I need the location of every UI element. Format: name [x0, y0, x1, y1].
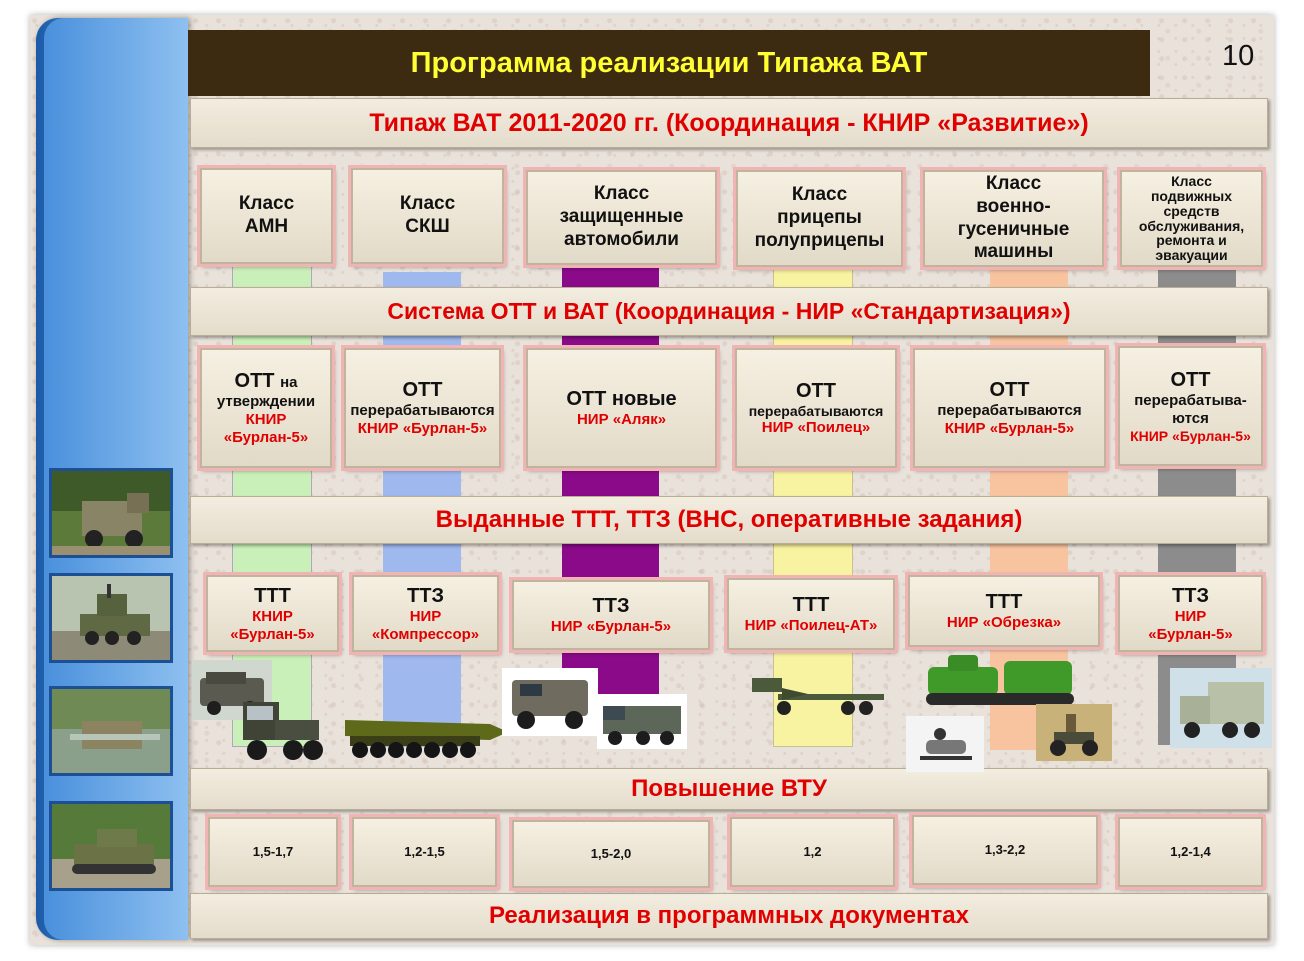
vtu-value-4: 1,2	[730, 817, 895, 887]
tracked-vehicle-icon	[49, 801, 173, 891]
ttt-head: ТТЗ	[407, 584, 444, 607]
ott-responsible: НИР «Аляк»	[576, 411, 667, 428]
ttt-box-6: ТТЗ НИР «Бурлан-5»	[1118, 575, 1263, 652]
class-name: прицепы полуприцепы	[754, 207, 885, 251]
ttt-responsible: НИР «Бурлан-5»	[550, 618, 672, 635]
ott-head: ОТТ	[989, 379, 1030, 401]
ott-head: ОТТ	[796, 379, 836, 402]
vtu-value-5: 1,3-2,2	[912, 815, 1098, 885]
ott-responsible: НИР «Поилец»	[761, 419, 871, 437]
ttt-head: ТТЗ	[1172, 584, 1209, 607]
ott-box-1: ОТТ на утверждении КНИР «Бурлан-5»	[200, 348, 332, 468]
snowmobile-icon	[906, 716, 984, 772]
class-name: защищенные автомобили	[559, 206, 684, 250]
ott-box-4: ОТТ перерабатываются НИР «Поилец»	[735, 348, 897, 468]
vtu-value-2: 1,2-1,5	[352, 817, 497, 887]
vtu-value-3: 1,5-2,0	[512, 820, 710, 888]
ott-head: ОТТ	[402, 379, 443, 401]
ott-responsible: КНИР «Бурлан-5»	[1130, 427, 1251, 444]
air-defense-vehicle-icon	[49, 573, 173, 663]
ott-box-6: ОТТ перерабатыва-ются КНИР «Бурлан-5»	[1118, 346, 1263, 466]
ttt-responsible: НИР «Поилец-АТ»	[744, 617, 878, 634]
class-name: военно-гусеничные машины	[957, 195, 1070, 263]
class-label: Класс	[593, 183, 650, 205]
page-number: 10	[1222, 40, 1255, 72]
atv-icon	[1036, 704, 1112, 761]
semi-trailer-icon	[748, 668, 890, 724]
class-label: Класс	[791, 184, 848, 206]
ott-box-2: ОТТ перерабатываются КНИР «Бурлан-5»	[344, 348, 501, 468]
ott-sub: перерабатываются	[350, 402, 495, 419]
ott-sub: перерабатываются	[748, 402, 884, 419]
ttt-box-3: ТТЗ НИР «Бурлан-5»	[512, 580, 710, 650]
ott-box-3: ОТТ новые НИР «Аляк»	[526, 348, 717, 468]
ott-box-5: ОТТ перерабатываются КНИР «Бурлан-5»	[913, 348, 1106, 468]
ttt-box-5: ТТТ НИР «Обрезка»	[908, 575, 1100, 647]
class-label: Класс	[1171, 173, 1212, 190]
ott-sub: перерабатыва-ются	[1134, 391, 1247, 427]
class-label: Класс	[399, 193, 456, 215]
class-box-amn: Класс АМН	[200, 168, 333, 264]
bar-realization: Реализация в программных документах	[190, 893, 1268, 939]
ott-sub: перерабатываются	[937, 402, 1082, 419]
ttt-head: ТТТ	[985, 591, 1023, 613]
ttt-head: ТТТ	[254, 584, 291, 607]
class-name: подвижных средств обслуживания, ремонта …	[1138, 188, 1245, 263]
ttt-responsible: НИР «Обрезка»	[946, 614, 1062, 631]
ott-head: ОТТ	[1170, 368, 1211, 391]
class-box-trailers: Класс прицепы полуприцепы	[736, 170, 903, 267]
bar-typage: Типаж ВАТ 2011-2020 гг. (Координация - К…	[190, 98, 1268, 148]
ttt-box-1: ТТТ КНИР «Бурлан-5»	[206, 575, 339, 652]
ttt-head: ТТЗ	[592, 595, 630, 617]
bar-issued: Выданные ТТТ, ТТЗ (ВНС, оперативные зада…	[190, 496, 1268, 544]
bar-system: Система ОТТ и ВАТ (Координация - НИР «Ст…	[190, 287, 1268, 336]
armored-truck-small-icon	[597, 694, 687, 749]
class-name: АМН	[244, 216, 289, 237]
protected-vehicle-icon	[502, 668, 598, 736]
ttt-head: ТТТ	[792, 594, 830, 616]
armored-truck-icon	[49, 468, 173, 558]
page-title: Программа реализации Типажа ВАТ	[188, 30, 1150, 96]
service-truck-icon	[1170, 668, 1272, 748]
ott-sub: утверждении	[216, 393, 316, 410]
tracked-transporter-icon	[918, 645, 1080, 715]
tractor-unit-icon	[235, 690, 325, 768]
ott-responsible: КНИР «Бурлан-5»	[944, 420, 1075, 437]
class-box-tracked: Класс военно-гусеничные машины	[923, 170, 1104, 267]
ott-responsible: КНИР «Бурлан-5»	[357, 420, 488, 437]
ott-responsible: КНИР «Бурлан-5»	[223, 411, 309, 446]
ttt-box-4: ТТТ НИР «Поилец-АТ»	[727, 578, 895, 650]
armored-car-icon	[192, 660, 272, 720]
amphibious-vehicle-icon	[49, 686, 173, 776]
ott-head: ОТТ новые	[566, 388, 677, 410]
ttt-responsible: КНИР «Бурлан-5»	[230, 607, 315, 643]
class-label: Класс	[985, 172, 1042, 194]
ott-head-suffix: на	[280, 374, 298, 391]
missile-launcher-icon	[340, 700, 510, 762]
vtu-value-1: 1,5-1,7	[208, 817, 338, 887]
class-name: СКШ	[405, 216, 450, 237]
ott-head: ОТТ	[234, 370, 275, 392]
ttt-box-2: ТТЗ НИР «Компрессор»	[352, 575, 499, 652]
vtu-value-6: 1,2-1,4	[1118, 817, 1263, 887]
ttt-responsible: НИР «Бурлан-5»	[1148, 607, 1233, 643]
class-box-service: Класс подвижных средств обслуживания, ре…	[1120, 170, 1263, 267]
class-box-protected: Класс защищенные автомобили	[526, 170, 717, 265]
class-box-skh: Класс СКШ	[351, 168, 504, 264]
class-label: Класс	[238, 193, 295, 215]
bar-vtu: Повышение ВТУ	[190, 768, 1268, 810]
ttt-responsible: НИР «Компрессор»	[371, 607, 480, 643]
